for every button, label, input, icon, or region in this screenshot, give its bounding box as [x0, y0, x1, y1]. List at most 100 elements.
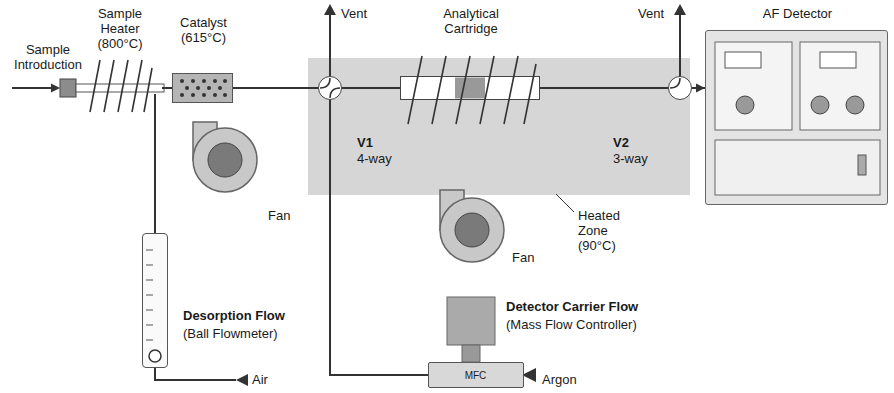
node-label: 4-way: [357, 151, 392, 166]
scale-tick: [146, 325, 153, 326]
pipe-line: [540, 87, 668, 89]
argon-source-triangle: [522, 368, 536, 382]
pellet: [202, 79, 206, 83]
pellet: [180, 93, 184, 97]
scale-tick: [146, 295, 153, 296]
valve-passage: [320, 78, 340, 98]
detector-panel: [715, 42, 792, 130]
valve-v1: V14-way: [318, 76, 342, 100]
fan-rotor: [455, 213, 489, 247]
node-label: (Ball Flowmeter): [183, 326, 278, 341]
catalyst-pellets: [180, 79, 227, 97]
annotation-label: Fan: [268, 208, 290, 223]
fan-outlet: [440, 190, 464, 230]
cartridge-sorbent: [455, 78, 485, 99]
air-source-triangle: [236, 374, 248, 386]
catalyst-box: Catalyst (615°C): [172, 73, 233, 103]
detector-knob: [811, 96, 829, 114]
pellet: [207, 86, 211, 90]
detector-switch: [858, 155, 866, 175]
vent-arrowhead: [324, 4, 336, 15]
annotation-label: Vent: [638, 6, 664, 21]
inlet-block: [60, 79, 76, 97]
scale-tick: [146, 250, 153, 251]
scale-tick: [146, 310, 153, 311]
node-label: MFC: [429, 369, 522, 382]
coil-turn: [504, 56, 518, 124]
coil-turn: [408, 56, 422, 124]
sample-heater: Sample Heater (800°C): [78, 60, 162, 94]
leader-line: [556, 194, 574, 212]
scale-tick: [146, 265, 153, 266]
pipe-connector: [330, 100, 428, 375]
flowmeter-ball: [149, 350, 161, 362]
pellet: [196, 86, 200, 90]
analytical-cartridge: Analytical Cartridge: [400, 76, 540, 100]
coil-turn: [480, 56, 494, 124]
pellet: [223, 93, 227, 97]
detector-panel: [800, 42, 880, 130]
pipe-line: [330, 100, 428, 375]
pipe-line: [692, 87, 705, 89]
pellet: [213, 93, 217, 97]
valve-passage: [670, 78, 680, 88]
coil-turn: [90, 60, 100, 112]
coil-turn: [524, 64, 536, 124]
node-label: AF Detector: [706, 6, 889, 21]
coil-turn: [132, 60, 142, 112]
pellet: [185, 86, 189, 90]
coil-turn: [118, 60, 128, 112]
pellet: [191, 93, 195, 97]
mass-flow-controller: Detector Carrier Flow(Mass Flow Controll…: [428, 362, 524, 388]
pipe-connector: [540, 88, 668, 89]
fan-housing: [193, 128, 257, 192]
fan-housing: [440, 198, 504, 262]
af-detector: AF Detector: [705, 30, 888, 205]
node-label: Desorption Flow: [183, 308, 285, 323]
detector-knob: [736, 96, 754, 114]
pipe-line: [154, 94, 156, 233]
mfc-neck: [462, 345, 480, 362]
coil-turn: [456, 56, 470, 124]
node-label: 3-way: [613, 151, 648, 166]
sample-arrow-head: [51, 84, 60, 93]
vent-line: [679, 14, 681, 76]
annotation-label: Air: [252, 372, 268, 387]
heated-zone: Heated Zone (90°C)V14-wayAnalytical Cart…: [308, 58, 690, 195]
pellet: [191, 79, 195, 83]
heater-coil: [90, 60, 152, 112]
node-label: Catalyst (615°C): [170, 15, 237, 45]
coil-turn: [432, 56, 446, 124]
scale-tick: [146, 340, 153, 341]
node-label: Heated Zone (90°C): [578, 208, 640, 253]
pellet: [223, 79, 227, 83]
pellet: [218, 86, 222, 90]
pipe-line: [342, 87, 400, 89]
detector-display: [820, 52, 856, 68]
node-label: (Mass Flow Controller): [506, 317, 637, 332]
cartridge-coil: [408, 56, 536, 124]
coil-turn: [144, 68, 152, 112]
heated-zone-fill: [308, 58, 690, 195]
detector-base-panel: [715, 140, 880, 195]
node-label: V2: [613, 135, 629, 150]
heater-tube: [76, 84, 164, 92]
annotation-label: Fan: [512, 250, 534, 265]
pellet: [180, 79, 184, 83]
arrowhead: [696, 84, 705, 93]
pipe-connector: [155, 94, 156, 233]
scale-tick: [146, 280, 153, 281]
node-label: Analytical Cartridge: [421, 6, 521, 36]
valve-v2: V23-way: [668, 76, 692, 100]
pipe-line: [162, 87, 172, 89]
pellet: [213, 79, 217, 83]
flowmeter-scale: [146, 250, 153, 340]
annotation-label: Sample Introduction: [8, 42, 88, 72]
node-label: Detector Carrier Flow: [506, 299, 638, 314]
pipe-connector: [342, 88, 400, 89]
mfc-housing: [447, 297, 495, 345]
pipe-connector: [692, 84, 705, 93]
air-line: [155, 368, 236, 380]
